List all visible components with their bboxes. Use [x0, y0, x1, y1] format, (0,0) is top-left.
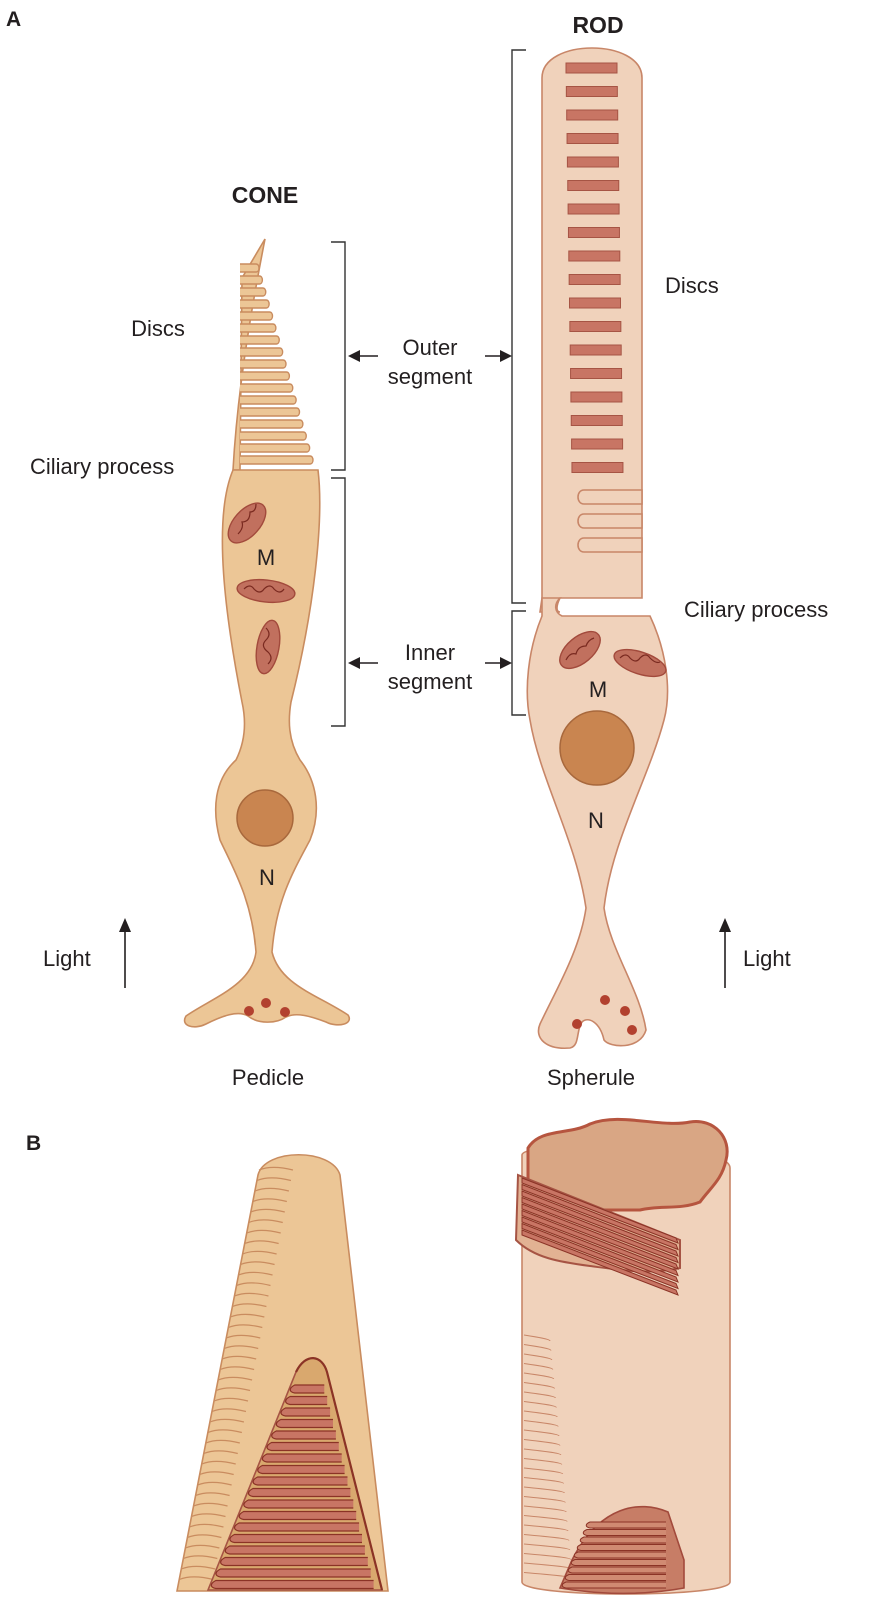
cone-disc [240, 456, 313, 464]
rod-3d-bottom-disc [586, 1522, 666, 1528]
cone-light-label: Light [43, 946, 91, 971]
rod-3d-bottom-disc [571, 1560, 666, 1566]
rod-disc [572, 463, 623, 473]
rod-nucleus-label: N [588, 808, 604, 833]
rod-3d-bottom-disc [583, 1530, 666, 1536]
cone-light-arrow [119, 918, 131, 988]
rod-outer-segment-bracket [512, 50, 526, 603]
cone-3d-disc-fold [272, 1431, 336, 1439]
cone-disc [240, 372, 289, 380]
rod-3d-bottom-disc [577, 1545, 666, 1551]
rod-disc [566, 63, 617, 73]
rod-disc [571, 369, 622, 379]
cone-3d-disc-fold [248, 1489, 350, 1497]
rod-basal-discs [578, 490, 642, 552]
rod-disc [569, 251, 620, 261]
cone-3d-disc-fold [262, 1454, 341, 1462]
cone-cell [185, 239, 350, 1027]
cone-title: CONE [232, 182, 298, 208]
cone-disc [240, 264, 259, 272]
rod-disc [571, 416, 622, 426]
rod-3d-bottom-disc [562, 1582, 666, 1588]
rod-light-label: Light [743, 946, 791, 971]
cone-disc [240, 360, 286, 368]
cone-nucleus [237, 790, 293, 846]
cone-disc [240, 348, 283, 356]
panel-b-label: B [26, 1132, 41, 1155]
rod-disc [569, 275, 620, 285]
rod-disc [567, 157, 618, 167]
cone-disc [240, 384, 293, 392]
cone-discs-label: Discs [131, 316, 185, 341]
panel-a-label: A [6, 8, 21, 31]
rod-spherule-label: Spherule [547, 1065, 635, 1090]
cone-disc [240, 408, 300, 416]
cone-3d-disc-fold [244, 1500, 353, 1508]
rod-disc [568, 204, 619, 214]
rod-disc [567, 110, 618, 120]
cone-3d-disc-fold [225, 1546, 365, 1554]
rod-3d-outer-segment [516, 1119, 730, 1594]
rod-3d-bottom-disc [574, 1552, 666, 1558]
rod-light-arrow [719, 918, 731, 988]
rod-disc [567, 134, 618, 144]
cone-disc [240, 288, 266, 296]
cone-3d-disc-fold [230, 1535, 362, 1543]
cone-inner-segment-bracket [331, 478, 345, 726]
cone-3d-disc-fold [286, 1397, 328, 1405]
inner-segment-label-line2: segment [388, 669, 472, 694]
cone-mitochondria-label: M [257, 545, 275, 570]
cone-3d-disc-fold [281, 1408, 330, 1416]
cone-3d-disc-fold [235, 1523, 360, 1531]
rod-3d-bottom-disc [580, 1537, 666, 1543]
cone-disc [240, 324, 276, 332]
rod-disc [571, 392, 622, 402]
outer-segment-label-line2: segment [388, 364, 472, 389]
rod-disc [570, 345, 621, 355]
rod-nucleus [560, 711, 634, 785]
cone-3d-disc-fold [221, 1558, 368, 1566]
rod-disc [572, 439, 623, 449]
cone-disc-stack [240, 264, 313, 464]
cone-3d-disc-fold [258, 1466, 345, 1474]
cone-disc [240, 420, 303, 428]
outer-segment-label-line1: Outer [402, 335, 457, 360]
cone-disc [240, 276, 262, 284]
cone-3d-disc-fold [290, 1385, 324, 1393]
cone-disc [240, 396, 296, 404]
cone-ciliary-label: Ciliary process [30, 454, 174, 479]
rod-disc [568, 228, 619, 238]
cone-3d-disc-fold [253, 1477, 347, 1485]
cone-3d-disc-fold [211, 1581, 373, 1589]
cone-disc [240, 444, 310, 452]
rod-inner-segment-bracket [512, 611, 526, 715]
rod-ciliary-label: Ciliary process [684, 597, 828, 622]
rod-discs-label: Discs [665, 273, 719, 298]
rod-title: ROD [572, 12, 623, 38]
rod-3d-bottom-disc [568, 1567, 666, 1573]
rod-disc [570, 298, 621, 308]
cone-3d-disc-fold [239, 1512, 356, 1520]
rod-cell [527, 48, 669, 1048]
cone-disc [240, 312, 273, 320]
cone-3d-disc-fold [267, 1443, 339, 1451]
cone-pedicle-label: Pedicle [232, 1065, 304, 1090]
cone-disc [240, 300, 269, 308]
rod-disc [566, 87, 617, 97]
rod-disc [570, 322, 621, 332]
cone-nucleus-label: N [259, 865, 275, 890]
cone-3d-disc-fold [216, 1569, 371, 1577]
inner-segment-label-line1: Inner [405, 640, 455, 665]
cone-3d-outer-segment [177, 1155, 388, 1591]
rod-mitochondria-label: M [589, 677, 607, 702]
rod-disc [568, 181, 619, 191]
cone-disc [240, 336, 279, 344]
cone-outer-segment-bracket [331, 242, 345, 470]
rod-3d-bottom-disc [565, 1575, 666, 1581]
cone-3d-disc-fold [276, 1420, 333, 1428]
cone-disc [240, 432, 306, 440]
